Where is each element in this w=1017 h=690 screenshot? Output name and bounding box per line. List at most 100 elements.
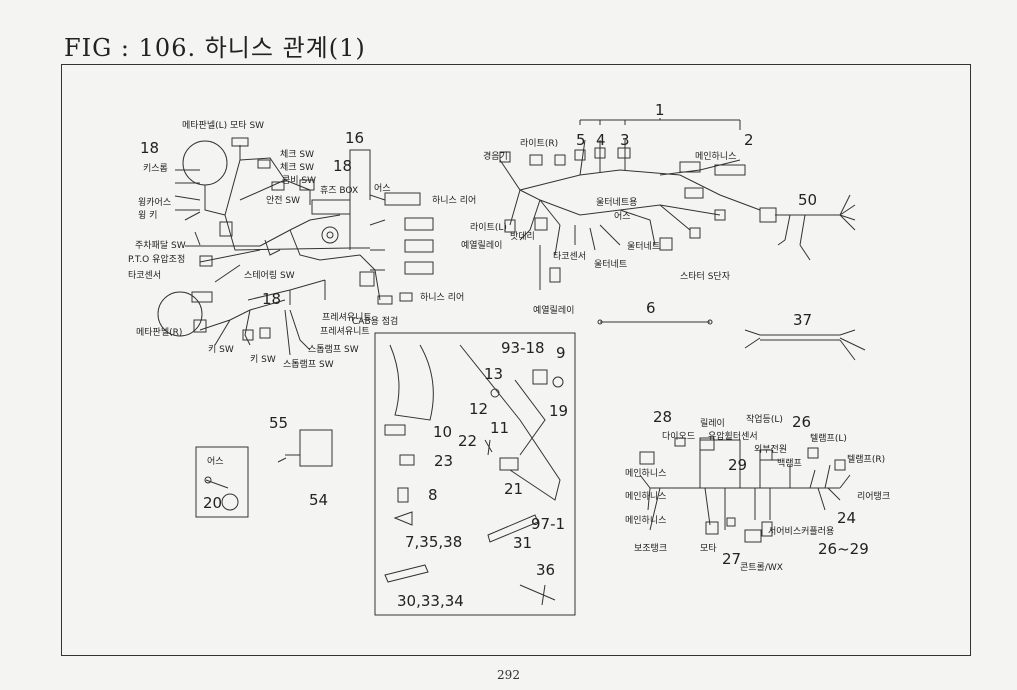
part-number-4: 4: [596, 131, 606, 149]
label-alternator-1: 울터네트용: [596, 198, 638, 208]
label-preheat-relay-2: 예열릴레이: [533, 306, 575, 316]
page-title: FIG : 106. 하니스 관계(1): [64, 34, 366, 62]
label-prosser-unit-2: 프레셔유니트: [320, 327, 370, 337]
left-harness: [157, 137, 434, 356]
part-number-54: 54: [309, 491, 329, 509]
label-diode: 다이오드: [662, 432, 696, 442]
part-number-20: 20: [203, 494, 223, 512]
label-main-harness-1: 메인하니스: [695, 152, 737, 162]
label-meter-panel-l-motor-sw: 메타판넬(L) 모타 SW: [182, 121, 265, 131]
label-stop-lamp-sw-2: 스톱램프 SW: [283, 360, 334, 370]
part-number-6: 6: [646, 299, 656, 317]
part-number-13: 13: [484, 365, 504, 383]
label-main-harness-4: 메인하니스: [625, 516, 667, 526]
parts-inset: [374, 332, 576, 616]
label-tail-lamp-l: 텔램프(L): [810, 434, 847, 444]
label-key-sw-1: 키 SW: [208, 345, 234, 355]
label-key-sw-2: 키 SW: [250, 355, 276, 365]
label-service-coupler: 서어비스커플러용: [768, 527, 835, 537]
label-prosser-unit-1: 프레셔유니트: [322, 313, 372, 323]
part-number-36: 36: [536, 561, 556, 579]
lower-right-harness: [639, 437, 851, 543]
part-number-12: 12: [469, 400, 489, 418]
label-harness-rear-2: 하니스 리어: [420, 293, 465, 303]
label-harness-rear-1: 하니스 리어: [432, 196, 477, 206]
label-battery: 밧데리: [510, 232, 535, 242]
label-cab-check: CAB용 점검: [352, 317, 399, 327]
part-number-28: 28: [653, 408, 673, 426]
part-number-11: 11: [490, 419, 510, 437]
earth-inset: [195, 429, 333, 518]
label-controller-wx: 콘트롤/WX: [740, 563, 783, 573]
part-number-23: 23: [434, 452, 454, 470]
label-external-power: 외부전원: [754, 445, 788, 455]
part-number-22: 22: [458, 432, 478, 450]
label-wing-key: 윙 키: [138, 211, 158, 221]
part-number-21: 21: [504, 480, 524, 498]
part-number-18-b: 18: [333, 157, 353, 175]
label-safety-sw: 안전 SW: [266, 196, 301, 206]
page-number: 292: [497, 668, 520, 682]
part-number-2: 2: [744, 131, 754, 149]
part-number-19: 19: [549, 402, 569, 420]
part-number-18-c: 18: [262, 290, 282, 308]
label-kisrom: 키스롬: [143, 164, 168, 174]
label-earth-1: 어스: [374, 184, 391, 194]
label-combi-sw: 콤비 SW: [282, 176, 317, 186]
label-motor: 모타: [700, 544, 717, 554]
part-number-37: 37: [793, 311, 813, 329]
label-relay: 릴레이: [700, 419, 725, 429]
label-aux-tank: 보조탱크: [634, 544, 668, 554]
label-tacho-sensor-2: 타코센서: [553, 252, 587, 262]
label-earth-2: 어스: [614, 212, 631, 222]
label-meter-panel-r: 메타판넬(R): [136, 328, 183, 338]
label-starter-s: 스타터 S단자: [680, 272, 730, 282]
diagram-frame: [61, 64, 971, 656]
label-horn: 경음기: [483, 152, 508, 162]
label-back-lamp: 백램프: [777, 459, 802, 469]
part-number-9: 9: [556, 344, 566, 362]
label-alternator-2: 울터네트: [627, 242, 661, 252]
label-main-harness-3: 메인하니스: [625, 492, 667, 502]
part-number-1: 1: [655, 101, 665, 119]
label-check-sw-2: 체크 SW: [280, 163, 315, 173]
part-number-97-1: 97-1: [531, 515, 566, 533]
part-number-26: 26: [792, 413, 812, 431]
part-number-27: 27: [722, 550, 742, 568]
label-earth-3: 어스: [207, 457, 224, 467]
middle-harness: [499, 118, 761, 325]
label-main-harness-2: 메인하니스: [625, 469, 667, 479]
label-work-light-l: 작업등(L): [746, 415, 783, 425]
part-number-31: 31: [513, 534, 533, 552]
part-number-3: 3: [620, 131, 630, 149]
label-stop-lamp-sw-1: 스톱램프 SW: [308, 345, 359, 355]
right-harness-50-37: [744, 194, 866, 361]
label-light-r: 라이트(R): [520, 139, 559, 149]
label-steering-sw: 스테어링 SW: [244, 271, 295, 281]
part-number-24: 24: [837, 509, 857, 527]
part-number-30-33-34: 30,33,34: [397, 592, 464, 610]
label-parking-pedal-sw: 주차패달 SW: [135, 241, 186, 251]
part-number-16: 16: [345, 129, 365, 147]
part-number-29: 29: [728, 456, 748, 474]
label-check-sw-1: 체크 SW: [280, 150, 315, 160]
label-wing-case: 윙카어스: [138, 198, 172, 208]
label-fuse-box: 휴즈 BOX: [320, 186, 359, 196]
part-number-50: 50: [798, 191, 818, 209]
part-number-7-35-38: 7,35,38: [405, 533, 463, 551]
label-oil-filter-sensor: 유압휠터센서: [708, 432, 758, 442]
label-pto-oil: P.T.O 유압조정: [128, 255, 186, 265]
part-number-10: 10: [433, 423, 453, 441]
label-tail-lamp-r: 텔램프(R): [847, 455, 886, 465]
part-number-5: 5: [576, 131, 586, 149]
part-number-93-18: 93-18: [501, 339, 545, 357]
label-preheat-relay: 예열릴레이: [461, 241, 503, 251]
part-number-8: 8: [428, 486, 438, 504]
label-rear-tank: 리어탱크: [857, 492, 891, 502]
part-number-18-a: 18: [140, 139, 160, 157]
part-number-55: 55: [269, 414, 289, 432]
label-light-l: 라이트(L): [470, 223, 507, 233]
label-tacho-sensor: 타코센서: [128, 271, 162, 281]
label-alternator-3: 울터네트: [594, 260, 628, 270]
